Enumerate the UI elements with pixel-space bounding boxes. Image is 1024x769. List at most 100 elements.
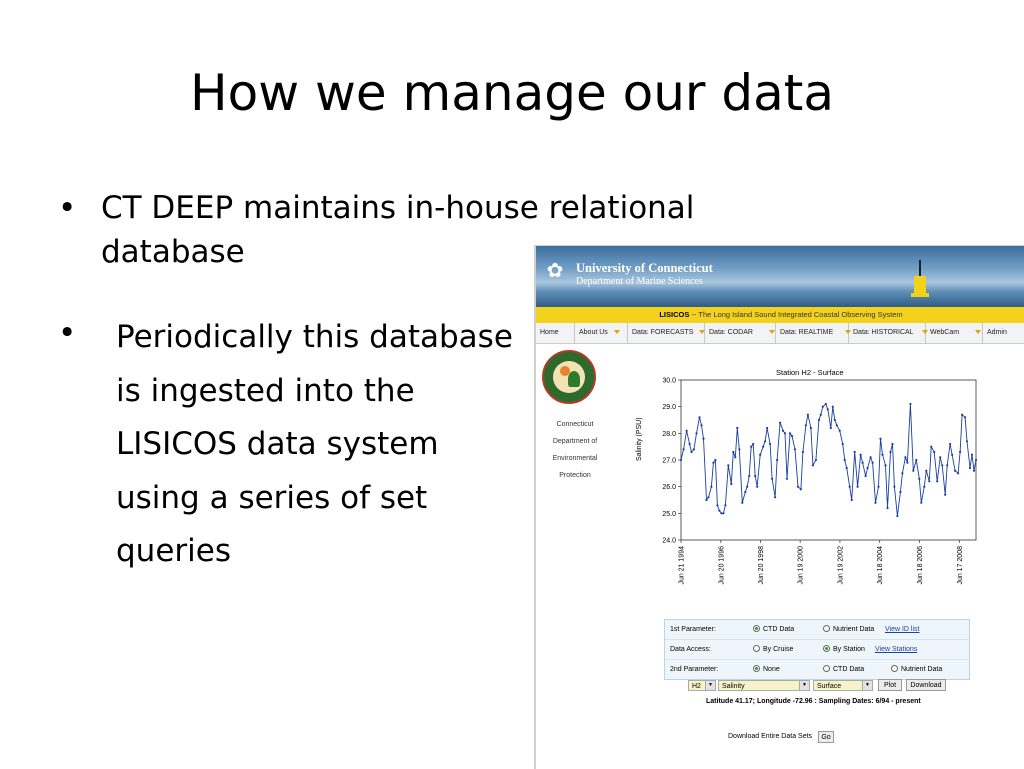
view-stations-link[interactable]: View Stations <box>875 646 918 653</box>
data-point <box>750 445 753 448</box>
data-point <box>923 485 926 488</box>
depth-select[interactable]: Surface▼ <box>813 680 873 691</box>
chart-title: Station H2 - Surface <box>776 368 844 377</box>
data-point <box>716 504 719 507</box>
radio-nutrient-data-2[interactable]: Nutrient Data <box>891 660 942 679</box>
view-id-list-link[interactable]: View ID list <box>885 626 920 633</box>
y-tick-label: 28.0 <box>662 431 676 438</box>
data-point <box>930 445 933 448</box>
data-point <box>707 496 710 499</box>
parameter-select[interactable]: Salinity▼ <box>718 680 810 691</box>
radio-label: CTD Data <box>763 626 795 633</box>
chevron-down-icon <box>613 330 620 335</box>
data-point <box>679 458 683 462</box>
radio-ctd-data-2[interactable]: CTD Data <box>823 660 864 679</box>
data-point <box>928 480 931 483</box>
tagline-brand: LISICOS <box>659 310 690 319</box>
data-point <box>968 466 972 470</box>
data-point <box>833 418 836 422</box>
data-point <box>796 485 800 488</box>
nav-admin[interactable]: Admin <box>987 329 1007 336</box>
nav-about[interactable]: About Us <box>575 323 628 343</box>
radio-label: By Cruise <box>763 646 794 653</box>
data-point <box>771 477 774 480</box>
banner-department: Department of Marine Sciences <box>576 276 703 287</box>
data-point <box>920 501 923 504</box>
data-point <box>821 405 824 408</box>
radio-icon <box>753 664 760 672</box>
radio-none[interactable]: None <box>753 660 780 679</box>
radio-icon <box>823 644 830 652</box>
data-point <box>799 488 802 491</box>
depth-select-value: Surface <box>817 683 842 690</box>
nav-forecasts[interactable]: Data: FORECASTS <box>628 323 706 343</box>
data-point <box>899 490 902 494</box>
go-button[interactable]: Go <box>818 731 834 743</box>
data-point <box>756 485 759 488</box>
site-banner: ✿ University of Connecticut Department o… <box>536 246 1024 307</box>
data-point <box>859 453 862 456</box>
data-point <box>896 514 899 518</box>
radio-by-cruise[interactable]: By Cruise <box>753 640 793 659</box>
data-point <box>722 512 725 515</box>
data-point <box>949 442 952 446</box>
radio-icon <box>753 644 760 652</box>
data-point <box>790 434 794 438</box>
nav-historical[interactable]: Data: HISTORICAL <box>849 323 928 343</box>
nav-webcam[interactable]: WebCam <box>926 323 983 343</box>
data-point <box>964 416 967 419</box>
chevron-down-icon <box>768 330 775 335</box>
data-point <box>720 512 723 515</box>
radio-nutrient-data[interactable]: Nutrient Data <box>823 620 874 639</box>
data-point <box>909 402 912 406</box>
data-point <box>856 485 859 488</box>
tagline-text: -- The Long Island Sound Integrated Coas… <box>689 310 903 319</box>
data-point <box>806 413 809 416</box>
data-point <box>754 474 757 478</box>
radio-label: By Station <box>833 646 865 653</box>
chevron-down-icon: ▼ <box>799 681 809 690</box>
plot-button[interactable]: Plot <box>878 679 902 691</box>
data-point <box>901 472 904 475</box>
nav-codar-label: Data: CODAR <box>709 329 753 336</box>
nav-realtime[interactable]: Data: REALTIME <box>776 323 852 343</box>
data-point <box>732 450 735 454</box>
station-location-text: Latitude 41.17; Longitude -72.96 : Sampl… <box>706 698 921 705</box>
radio-icon <box>753 624 760 632</box>
caption-line: Department of <box>552 438 598 445</box>
radio-label: None <box>763 666 780 673</box>
y-tick-label: 29.0 <box>662 404 676 411</box>
buoy-icon <box>911 260 929 300</box>
form-label: 1st Parameter: <box>670 626 716 633</box>
data-point <box>974 458 978 462</box>
data-point <box>906 461 909 464</box>
download-button[interactable]: Download <box>906 679 946 691</box>
data-point <box>957 472 960 475</box>
data-point <box>688 442 691 446</box>
data-point <box>951 453 954 456</box>
data-point <box>915 458 918 462</box>
data-point <box>936 480 939 483</box>
nav-codar[interactable]: Data: CODAR <box>705 323 776 343</box>
plot-frame <box>680 379 977 541</box>
data-point <box>734 456 737 459</box>
data-point <box>959 450 962 454</box>
data-point <box>741 501 744 504</box>
data-point <box>785 477 789 480</box>
radio-ctd-data[interactable]: CTD Data <box>753 620 794 639</box>
data-point <box>874 501 877 504</box>
data-point <box>904 456 907 459</box>
x-tick-label: Jun 20 1998 <box>758 546 765 585</box>
station-select[interactable]: H2▼ <box>688 680 716 691</box>
data-point <box>682 448 685 451</box>
radio-by-station[interactable]: By Station <box>823 640 865 659</box>
caption-line: Connecticut <box>556 421 594 428</box>
nav-forecasts-label: Data: FORECASTS <box>632 329 694 336</box>
radio-icon <box>823 624 830 632</box>
data-point <box>692 448 695 451</box>
nav-home[interactable]: Home <box>536 323 575 343</box>
data-point <box>944 493 947 496</box>
data-point <box>781 429 785 432</box>
y-tick-label: 27.0 <box>662 458 676 465</box>
data-point <box>886 506 889 510</box>
